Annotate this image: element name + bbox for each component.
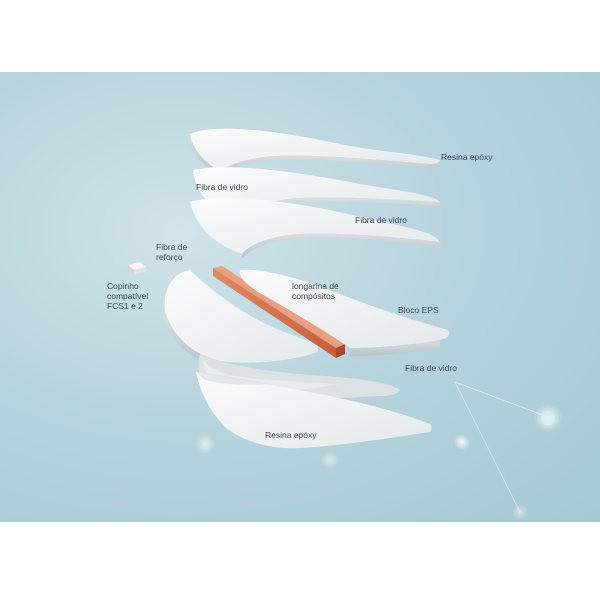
composite-stringer: [213, 266, 345, 358]
resin-layer-bottom: [196, 372, 432, 449]
label-fibra-de-vidro-1: Fibra de vidro: [196, 182, 248, 192]
fiberglass-layer-2: [190, 197, 440, 258]
label-bloco-eps: Bloco EPS: [398, 305, 439, 315]
label-fibra-de-vidro-3: Fibra de vidro: [405, 363, 457, 373]
background-bokeh: [195, 381, 562, 520]
label-resina-epoxy-top: Resina epóxy: [441, 152, 493, 162]
fin-plug-piece: [128, 262, 146, 275]
label-fibra-de-vidro-2: Fibra de vidro: [355, 215, 407, 225]
label-copinho: Copinho compatível FCS1 e 2: [107, 281, 149, 311]
fin-layers-illustration: [128, 128, 562, 520]
eps-foam-block: [239, 269, 450, 356]
label-fibra-de-reforco: Fibra de reforço: [156, 242, 188, 262]
label-resina-epoxy-bottom: Resina epóxy: [265, 430, 317, 440]
label-longarina: longarina de compósitos: [292, 281, 339, 301]
exploded-fin-diagram: Resina epóxy Fibra de vidro Fibra de vid…: [0, 72, 600, 522]
